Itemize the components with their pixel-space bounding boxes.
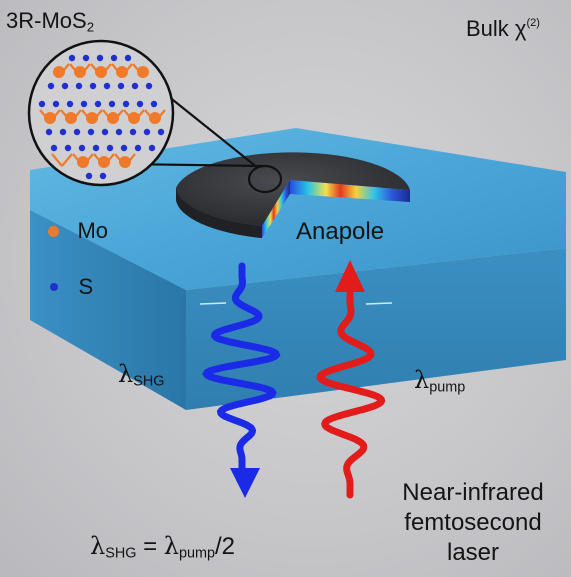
substrate-top-face bbox=[30, 128, 566, 290]
laser-line-2: femtosecond bbox=[404, 509, 542, 536]
mo-atom bbox=[137, 66, 149, 78]
mo-atom bbox=[77, 156, 89, 168]
shg-wavelength-label: λSHG bbox=[118, 360, 165, 390]
s-atom bbox=[124, 54, 132, 62]
s-atom bbox=[120, 144, 128, 152]
anapole-field-cut-a bbox=[262, 180, 290, 238]
disk-top-face bbox=[176, 152, 410, 226]
s-atom bbox=[115, 128, 123, 136]
s-atom bbox=[38, 100, 46, 108]
s-legend: S bbox=[50, 276, 93, 298]
s-atom bbox=[99, 172, 107, 180]
lattice-magnifier bbox=[27, 39, 175, 187]
s-atom bbox=[110, 54, 118, 62]
s-atom bbox=[96, 54, 104, 62]
mo-atom bbox=[116, 66, 128, 78]
laser-line-3: laser bbox=[446, 539, 500, 566]
anapole-field-cut-b bbox=[290, 180, 410, 202]
s-legend-label: S bbox=[78, 274, 94, 299]
shg-arrow-head bbox=[230, 468, 260, 498]
s-atom bbox=[73, 128, 81, 136]
mo-atom bbox=[149, 112, 161, 124]
s-atom bbox=[134, 144, 142, 152]
mo-atom bbox=[107, 112, 119, 124]
s-atom bbox=[157, 128, 165, 136]
s-atom bbox=[50, 144, 58, 152]
laser-description: Near-infrared femtosecond laser bbox=[384, 478, 562, 568]
mo-legend: Mo bbox=[48, 220, 108, 242]
laser-line-1: Near-infrared bbox=[402, 479, 544, 506]
s-atom bbox=[117, 82, 125, 90]
mo-legend-label: Mo bbox=[77, 218, 109, 243]
anapole-label: Anapole bbox=[296, 218, 385, 245]
s-atom bbox=[87, 128, 95, 136]
disk-side-wall bbox=[176, 188, 262, 238]
s-atom bbox=[148, 144, 156, 152]
s-atom bbox=[150, 100, 158, 108]
mo-atom bbox=[53, 66, 65, 78]
mo-atom bbox=[65, 112, 77, 124]
s-atom bbox=[103, 82, 111, 90]
s-atom bbox=[82, 54, 90, 62]
mos2-nanodisk bbox=[176, 152, 410, 238]
s-atom bbox=[66, 100, 74, 108]
s-atom bbox=[92, 144, 100, 152]
mo-atom bbox=[98, 156, 110, 168]
s-atom bbox=[52, 100, 60, 108]
s-atom bbox=[122, 100, 130, 108]
s-atom bbox=[75, 82, 83, 90]
s-atom bbox=[89, 82, 97, 90]
s-atom bbox=[136, 100, 144, 108]
s-atom bbox=[61, 82, 69, 90]
s-atom bbox=[131, 82, 139, 90]
mo-atom bbox=[74, 66, 86, 78]
mo-atom bbox=[119, 156, 131, 168]
substrate-side-face bbox=[30, 210, 186, 410]
s-atom bbox=[94, 100, 102, 108]
atoms-group bbox=[38, 54, 165, 180]
mo-atom bbox=[86, 112, 98, 124]
zoom-origin-ring bbox=[247, 164, 283, 194]
material-label: 3R-MoS2 bbox=[6, 8, 95, 35]
substrate-slab bbox=[30, 128, 566, 410]
s-atom bbox=[106, 144, 114, 152]
mo-atom bbox=[95, 66, 107, 78]
pump-wavelength-label: λpump bbox=[414, 366, 466, 396]
substrate-front-face bbox=[186, 248, 566, 410]
s-atom bbox=[78, 144, 86, 152]
shg-beam bbox=[202, 262, 281, 498]
pump-arrow-head bbox=[335, 260, 365, 292]
s-legend-dot bbox=[50, 283, 58, 291]
s-atom bbox=[47, 82, 55, 90]
s-atom bbox=[64, 144, 72, 152]
wavelength-relation: λSHG = λpump/2 bbox=[90, 532, 235, 562]
s-atom bbox=[129, 128, 137, 136]
mo-atom bbox=[128, 112, 140, 124]
bulk-chi-label: Bulk χ(2) bbox=[466, 16, 540, 41]
s-atom bbox=[145, 82, 153, 90]
shg-wave bbox=[202, 262, 281, 474]
s-atom bbox=[143, 128, 151, 136]
mo-atom bbox=[44, 112, 56, 124]
mo-legend-dot bbox=[48, 225, 59, 237]
s-atom bbox=[68, 54, 76, 62]
s-atom bbox=[45, 128, 53, 136]
s-atom bbox=[101, 128, 109, 136]
s-atom bbox=[108, 100, 116, 108]
s-atom bbox=[59, 128, 67, 136]
pump-beam bbox=[316, 260, 386, 499]
s-atom bbox=[85, 172, 93, 180]
s-atom bbox=[80, 100, 88, 108]
pump-wave bbox=[316, 288, 386, 499]
